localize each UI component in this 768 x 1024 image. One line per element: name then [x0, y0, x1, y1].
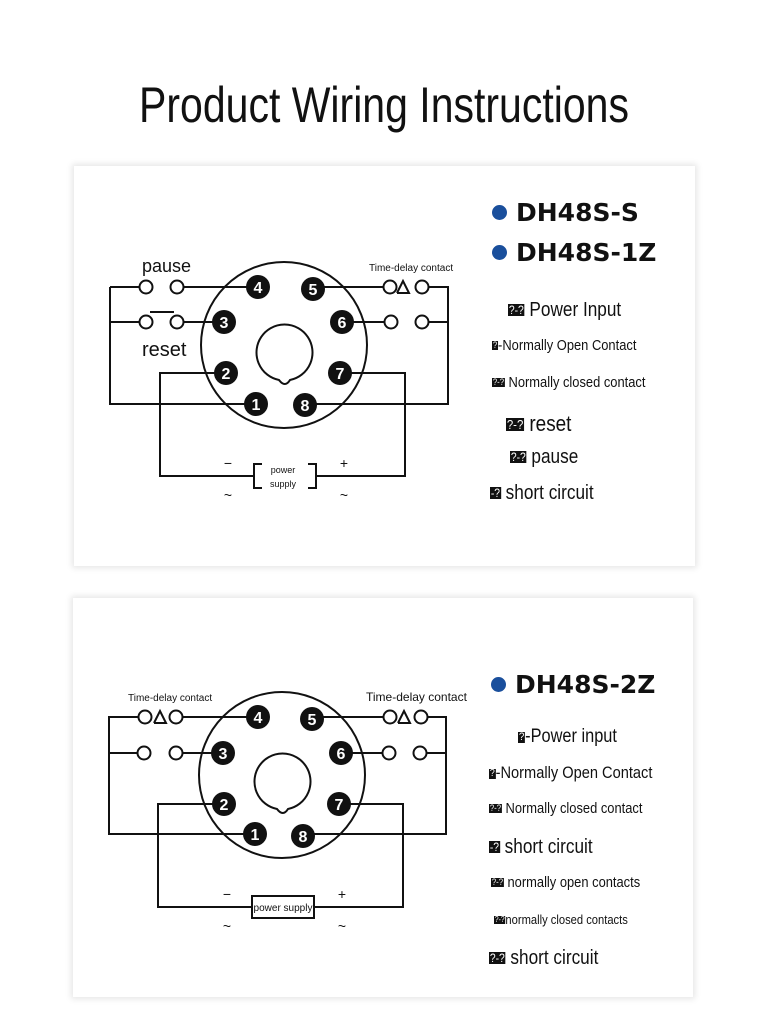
legend-item: -? short circuit [489, 836, 593, 858]
legend-item: ?-? Normally closed contact [492, 374, 646, 391]
plus-label: + [340, 455, 348, 471]
legend-item: ?-? pause [510, 446, 579, 468]
minus-label: − [223, 886, 231, 902]
svg-text:5: 5 [309, 282, 318, 299]
legend-item: ?-? normally open contacts [491, 874, 641, 891]
pin-8: 8 [291, 824, 315, 848]
wiring-diagram-1: 1 2 3 4 5 6 7 8 pause reset Time-delay c… [109, 256, 453, 503]
bullet-icon [491, 677, 506, 692]
svg-text:4: 4 [254, 280, 263, 297]
pin-2: 2 [214, 361, 238, 385]
center-key-hole [255, 323, 314, 385]
svg-text:6: 6 [338, 315, 347, 332]
svg-text:8: 8 [301, 398, 310, 415]
svg-text:8: 8 [299, 829, 308, 846]
center-key-hole [253, 752, 312, 814]
pin-markers: 1 2 3 4 5 6 7 8 [211, 705, 353, 848]
pin-3: 3 [212, 310, 236, 334]
legend-item: ?-? Normally closed contact [489, 800, 643, 817]
ac-left-label: ~ [224, 487, 232, 503]
pin-5: 5 [301, 277, 325, 301]
legend-item: ?-Power input [518, 726, 617, 747]
wiring-card-dh48s-s-1z: 1 2 3 4 5 6 7 8 pause reset Time-delay c… [74, 166, 695, 566]
svg-text:3: 3 [220, 315, 229, 332]
relay-socket-outline [200, 261, 368, 429]
legend-item: ?-Normally Open Contact [489, 763, 653, 782]
legend-item: ?-? short circuit [489, 947, 599, 969]
legend-item: ?-? Power Input [508, 299, 622, 321]
pin-7: 7 [328, 361, 352, 385]
pin-7: 7 [327, 792, 351, 816]
pin-1: 1 [243, 822, 267, 846]
model-name-dh48s-s: DH48S-S [492, 198, 639, 227]
pin-4: 4 [246, 275, 270, 299]
time-delay-label: Time-delay contact [369, 263, 453, 274]
pin-5: 5 [300, 707, 324, 731]
svg-text:4: 4 [254, 710, 263, 727]
model-name-dh48s-2z: DH48S-2Z [491, 670, 655, 699]
power-supply-label-1: power [271, 465, 296, 475]
wiring-diagram-2: 1 2 3 4 5 6 7 8 Time-delay contact Time-… [108, 690, 468, 934]
wiring-card-dh48s-2z: 1 2 3 4 5 6 7 8 Time-delay contact Time-… [73, 598, 693, 997]
plus-label: + [338, 886, 346, 902]
pin-6: 6 [330, 310, 354, 334]
svg-text:1: 1 [251, 827, 260, 844]
pause-label: pause [142, 256, 191, 276]
relay-socket-outline [198, 691, 366, 859]
legend-item: ?-?normally closed contacts [494, 912, 628, 927]
svg-text:6: 6 [337, 746, 346, 763]
svg-text:2: 2 [222, 366, 231, 383]
pin-4: 4 [246, 705, 270, 729]
pin-6: 6 [329, 741, 353, 765]
ac-left-label: ~ [223, 918, 231, 934]
pin-1: 1 [244, 392, 268, 416]
page-title: Product Wiring Instructions [139, 76, 629, 133]
time-delay-left-label: Time-delay contact [128, 693, 212, 704]
legend-item: -? short circuit [490, 482, 594, 504]
model-name-dh48s-1z: DH48S-1Z [492, 238, 656, 267]
svg-text:7: 7 [336, 366, 345, 383]
svg-text:5: 5 [308, 712, 317, 729]
pin-markers: 1 2 3 4 5 6 7 8 [212, 275, 354, 417]
power-supply-label-2: supply [270, 479, 297, 489]
svg-text:2: 2 [220, 797, 229, 814]
legend-item: ?-Normally Open Contact [492, 337, 637, 354]
svg-text:3: 3 [219, 746, 228, 763]
pin-2: 2 [212, 792, 236, 816]
power-supply-label: power supply [254, 903, 313, 914]
legend-item: ?-? reset [506, 411, 572, 436]
minus-label: − [224, 455, 232, 471]
bullet-icon [492, 205, 507, 220]
bullet-icon [492, 245, 507, 260]
time-delay-right-label: Time-delay contact [366, 690, 468, 704]
svg-text:7: 7 [335, 797, 344, 814]
pin-3: 3 [211, 741, 235, 765]
ac-right-label: ~ [338, 918, 346, 934]
ac-right-label: ~ [340, 487, 348, 503]
svg-text:1: 1 [252, 397, 261, 414]
reset-label: reset [142, 339, 187, 361]
pin-8: 8 [293, 393, 317, 417]
